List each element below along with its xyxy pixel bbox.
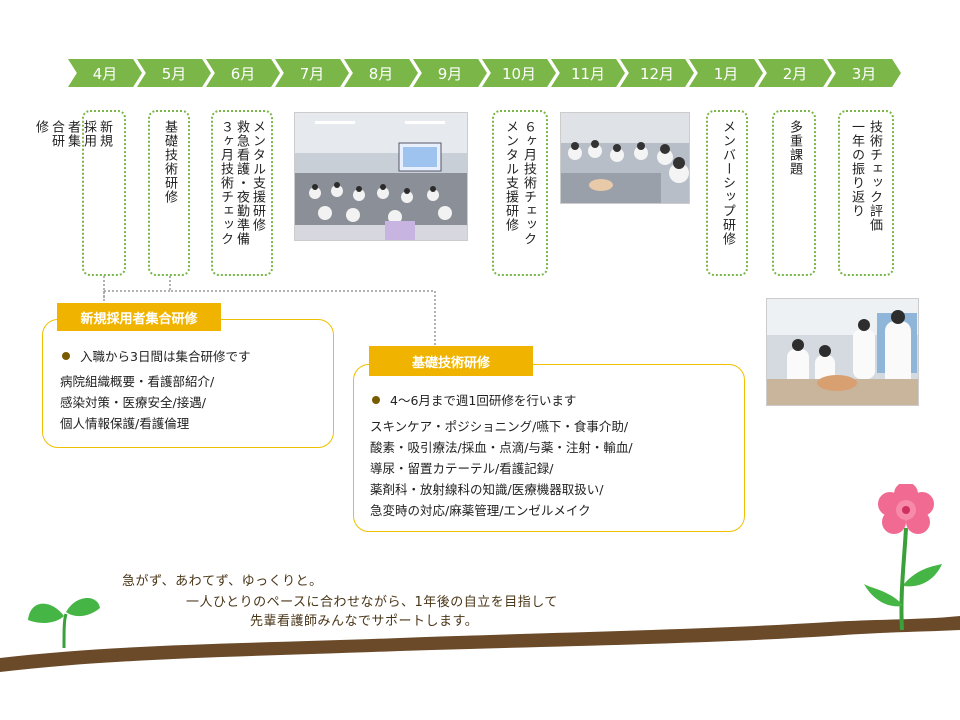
activity-jun-line1: メンタル支援研修 [250,120,265,232]
month-mar: 3月 [827,59,901,87]
activity-apr: 新規 採用 者集 合研 修 [33,110,126,276]
callout-basic-skills-line: スキンケア・ポジショニング/嚥下・食事介助/ [370,419,629,434]
month-jan: 1月 [689,59,763,87]
callout-orientation-bullet: 入職から3日間は集合研修です [62,346,250,365]
photo-bedside-practice [766,298,919,406]
callout-basic-skills-bullet: 4～6月まで週1回研修を行います [372,390,576,409]
month-sep: 9月 [413,59,487,87]
callout-basic-skills-title: 基礎技術研修 [369,346,533,376]
callout-orientation-lines: 病院組織概要・看護部紹介/ 感染対策・医療安全/接遇/ 個人情報保護/看護倫理 [60,371,214,434]
flower-icon [864,484,942,631]
month-apr: 4月 [68,59,142,87]
activity-oct: ６ヶ月技術チェック メンタル支援研修 [492,110,548,276]
month-may: 5月 [137,59,211,87]
activity-mar-line2: 一年の振り返り [849,120,864,218]
activity-jan-text: メンバーシップ研修 [720,120,735,246]
bullet-dot [372,395,380,404]
callout-basic-skills-line: 薬剤科・放射線科の知識/医療機器取扱い/ [370,482,604,497]
callout-basic-skills-line: 急変時の対応/麻薬管理/エンゼルメイク [370,503,591,518]
activity-feb-text: 多重課題 [787,120,802,176]
callout-orientation-line: 個人情報保護/看護倫理 [60,416,190,431]
callout-basic-skills [353,364,745,532]
month-dec: 12月 [620,59,694,87]
activity-may: 基礎技術研修 [148,110,190,276]
month-aug: 8月 [344,59,418,87]
callout-orientation-line: 病院組織概要・看護部紹介/ [60,374,215,389]
callout-basic-skills-line: 酸素・吸引療法/採血・点滴/与薬・注射・輸血/ [370,440,633,455]
callout-orientation-title: 新規採用者集合研修 [57,303,221,331]
activity-oct-line2: メンタル支援研修 [503,120,518,232]
activity-jun-line2: 救急看護・夜勤準備 [234,120,249,246]
ground-illustration [0,616,960,672]
month-jul: 7月 [275,59,349,87]
month-nov: 11月 [551,59,625,87]
callout-basic-skills-lines: スキンケア・ポジショニング/嚥下・食事介助/ 酸素・吸引療法/採血・点滴/与薬・… [370,416,633,521]
activity-feb: 多重課題 [772,110,816,276]
activity-apr-text: 新規 採用 者集 合研 修 [33,120,112,148]
sprout-icon [28,597,100,649]
month-timeline: 4月 5月 6月 7月 8月 9月 10月 11月 12月 1月 2月 3月 [68,59,908,87]
callout-basic-skills-line: 導尿・留置カテーテル/看護記録/ [370,461,554,476]
activity-may-text: 基礎技術研修 [162,120,177,204]
footer-line-3: 先輩看護師みんなでサポートします。 [250,614,479,629]
activity-oct-line1: ６ヶ月技術チェック [521,120,536,246]
activity-jun: メンタル支援研修 救急看護・夜勤準備 ３ヶ月技術チェック [211,110,273,276]
activity-mar-line1: 技術チェック評価 [867,120,882,232]
activity-jan: メンバーシップ研修 [706,110,748,276]
footer-line-2: 一人ひとりのペースに合わせながら、1年後の自立を目指して [186,595,558,610]
month-jun: 6月 [206,59,280,87]
bullet-dot [62,351,70,360]
callout-orientation-bullet-text: 入職から3日間は集合研修です [80,349,251,364]
month-feb: 2月 [758,59,832,87]
month-oct: 10月 [482,59,556,87]
photo-lecture-hall [294,112,468,241]
callout-orientation-line: 感染対策・医療安全/接遇/ [60,395,206,410]
footer-line-1: 急がず、あわてず、ゆっくりと。 [122,574,323,589]
photo-classroom-practice [560,112,690,204]
activity-jun-line3: ３ヶ月技術チェック [218,120,233,246]
callout-basic-skills-bullet-text: 4～6月まで週1回研修を行います [390,393,577,408]
activity-mar: 技術チェック評価 一年の振り返り [838,110,894,276]
